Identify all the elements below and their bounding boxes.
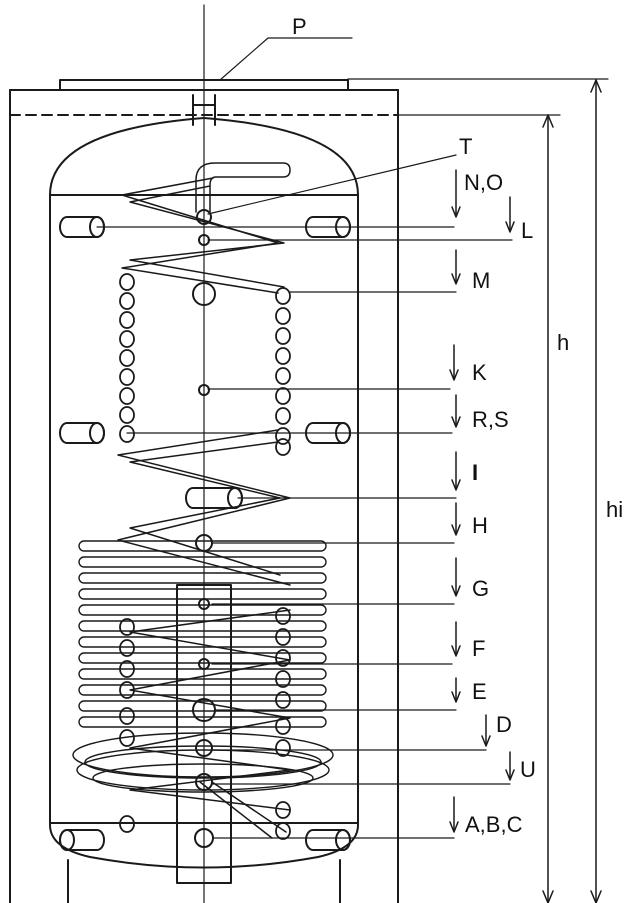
label-e: E [472,679,487,704]
side-sockets [59,216,351,851]
label-f: F [472,636,485,661]
label-l: L [521,218,533,243]
label-u: U [520,757,536,782]
leader-lines [96,37,609,839]
label-p: P [292,14,307,39]
label-t: T [459,134,472,159]
lower-return-pipe [129,609,291,839]
lower-coil [72,540,334,793]
label-k: K [472,360,487,385]
top-sleeve [192,94,216,126]
coil-tube-ends [119,273,291,840]
label-big-h: H [472,513,488,538]
label-d: D [496,712,512,737]
labels: P T N,O L M h K R,S I hi H G F E D U A,B… [292,14,623,837]
label-hi: hi [606,497,623,522]
label-i: I [472,460,478,485]
label-m: M [472,268,490,293]
label-n-o: N,O [464,170,503,195]
label-a-b-c: A,B,C [465,812,523,837]
label-r-s: R,S [472,407,509,432]
dimension-arrows [449,79,602,903]
label-h: h [557,330,569,355]
label-g: G [472,576,489,601]
